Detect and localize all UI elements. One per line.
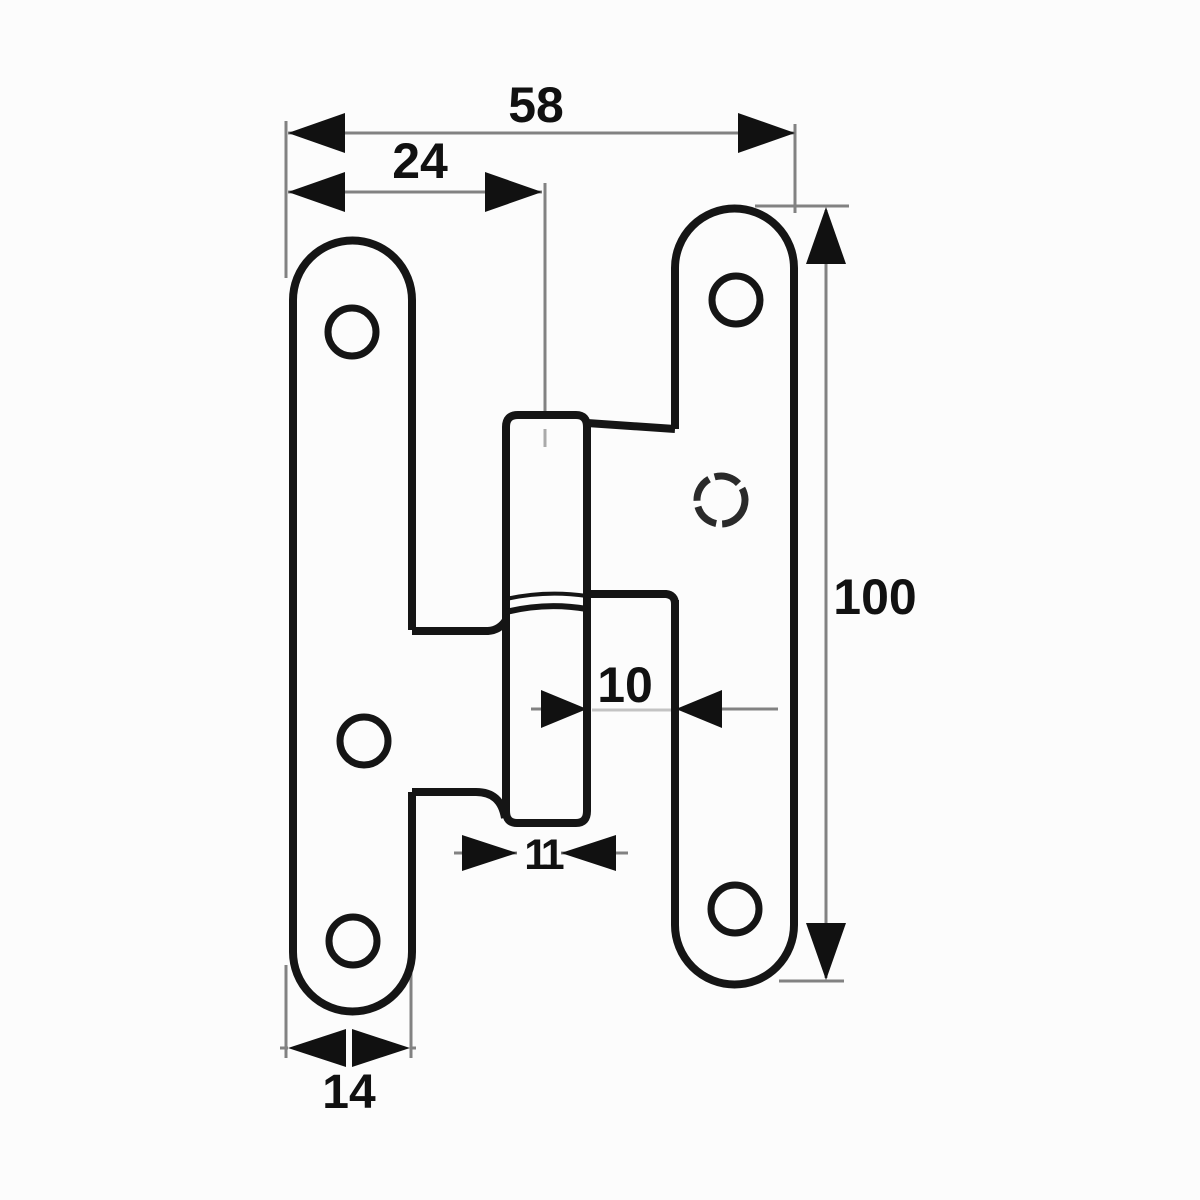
svg-text:58: 58 — [508, 77, 564, 133]
svg-text:10: 10 — [597, 657, 653, 713]
svg-text:14: 14 — [322, 1066, 376, 1119]
svg-text:100: 100 — [833, 569, 916, 625]
svg-text:11: 11 — [524, 831, 564, 879]
svg-text:24: 24 — [392, 133, 448, 189]
